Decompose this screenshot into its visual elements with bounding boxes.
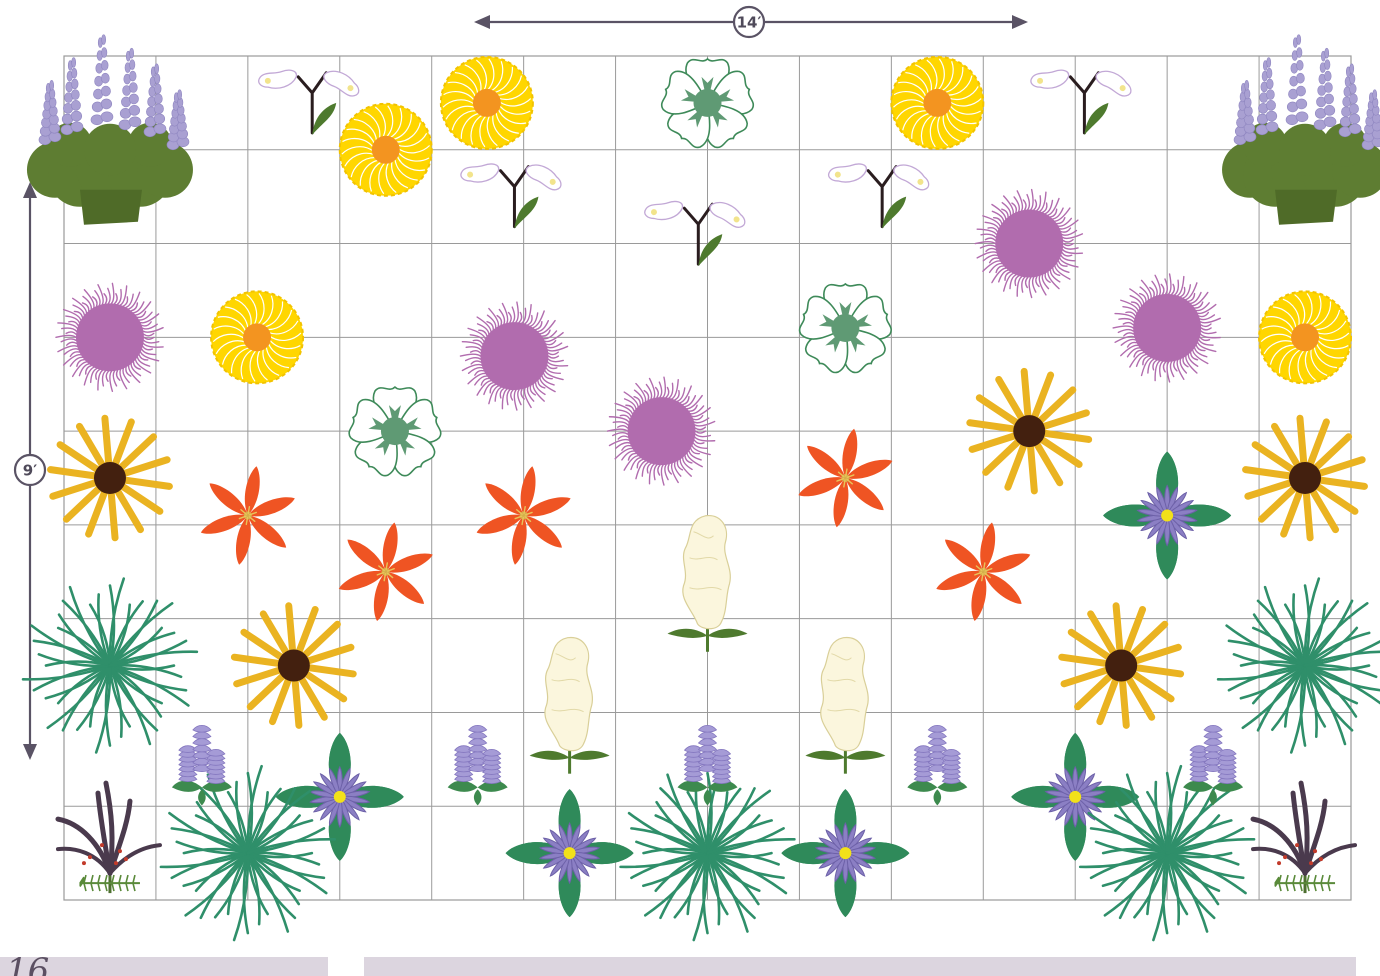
plant-lupine [27, 35, 193, 225]
plants-layer [23, 35, 1380, 940]
plant-ironweed [1253, 783, 1355, 893]
plant-blackeyedsusan [1062, 606, 1181, 726]
plant-blackeyedsusan [51, 418, 170, 538]
plant-lily [796, 428, 895, 529]
plant-smoothaster [506, 789, 634, 917]
plant-tickseed [211, 291, 303, 383]
plant-beardtongue [643, 195, 749, 266]
plant-hyssop [907, 725, 967, 805]
plant-blackeyedsusan [234, 606, 353, 726]
plant-beardtongue [827, 158, 933, 229]
height-arrow-bottom-head [23, 744, 37, 760]
plant-foxglove [668, 516, 748, 652]
height-dimension: 9′ [15, 182, 45, 760]
plant-beardtongue [459, 158, 565, 229]
plant-smoothaster [1103, 452, 1231, 580]
plant-wildgeranium [346, 387, 443, 479]
plant-sedge [23, 579, 197, 753]
footer-caption-bar [364, 957, 1356, 976]
plant-tickseed [340, 104, 432, 196]
plant-tickseed [1259, 291, 1351, 383]
plant-hyssop [172, 725, 232, 805]
width-dimension: 14′ [474, 7, 1028, 37]
plant-smoothaster [781, 789, 909, 917]
plant-wildgeranium [797, 284, 894, 376]
footer-page-tab: 16 [0, 957, 328, 976]
plant-tickseed [441, 57, 533, 149]
plant-foxglove [530, 637, 610, 773]
width-arrow-right-head [1012, 15, 1028, 29]
plant-foxglove [805, 637, 885, 773]
height-label: 9′ [23, 462, 37, 480]
width-label: 14′ [737, 14, 762, 32]
footer-page-number: 16 [6, 957, 49, 976]
plant-smoothaster [1011, 733, 1139, 861]
plant-ironweed [58, 783, 160, 893]
plant-hyssop [448, 725, 508, 805]
plant-lily [336, 521, 435, 622]
plant-sedge [1218, 579, 1380, 753]
plant-blazingstar [1113, 274, 1220, 382]
plant-tickseed [891, 57, 983, 149]
plant-blackeyedsusan [1246, 418, 1365, 538]
plant-wildgeranium [659, 59, 756, 151]
plant-beardtongue [1029, 64, 1135, 135]
plant-hyssop [1183, 725, 1243, 805]
width-arrow-left-head [474, 15, 490, 29]
plant-blazingstar [460, 302, 567, 410]
plant-lupine [1222, 35, 1380, 225]
